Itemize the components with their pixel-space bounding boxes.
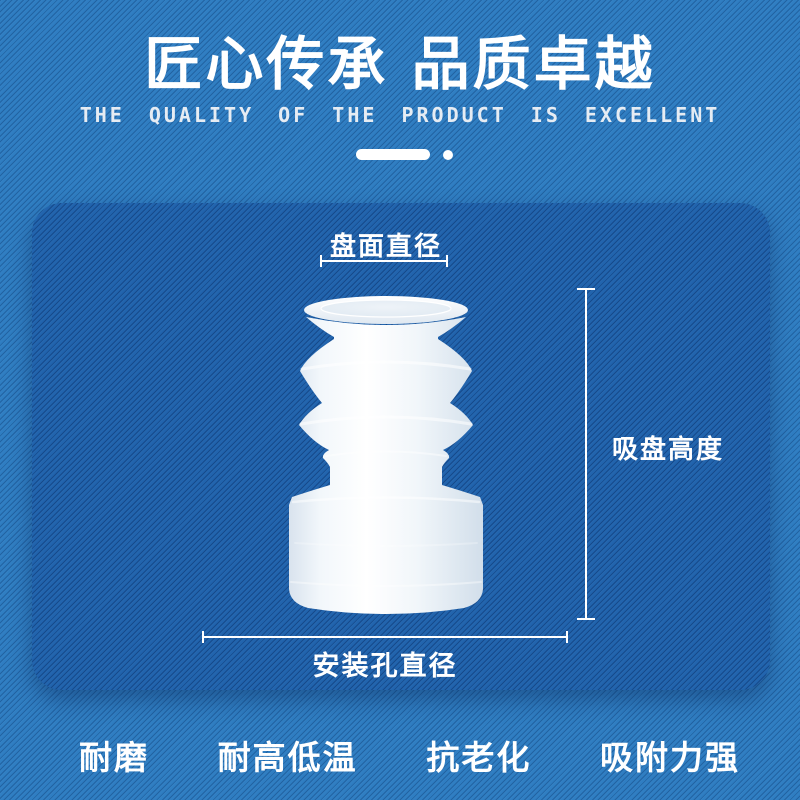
feature-list: 耐磨 耐高低温 抗老化 吸附力强 (79, 731, 740, 779)
disc-diameter-label: 盘面直径 (329, 232, 442, 262)
disc-diameter-dimension-line (320, 255, 448, 267)
cup-height-dimension-line (577, 288, 595, 620)
page-title: 匠心传承 品质卓越 (144, 30, 656, 98)
feature-temp-resistant: 耐高低温 (217, 738, 358, 777)
cup-height-label: 吸盘高度 (612, 435, 725, 465)
feature-wear-resistant: 耐磨 (79, 738, 149, 777)
mount-hole-diameter-label: 安装孔直径 (312, 651, 458, 682)
page-subtitle: THE QUALITY OF THE PRODUCT IS EXCELLENT (79, 103, 721, 127)
divider-dot-icon (443, 150, 453, 160)
feature-anti-aging: 抗老化 (426, 738, 532, 777)
feature-strong-suction: 吸附力强 (599, 738, 740, 777)
suction-cup-image (289, 296, 483, 614)
divider-bar-icon (356, 149, 430, 160)
mount-hole-dimension-line (202, 631, 568, 643)
